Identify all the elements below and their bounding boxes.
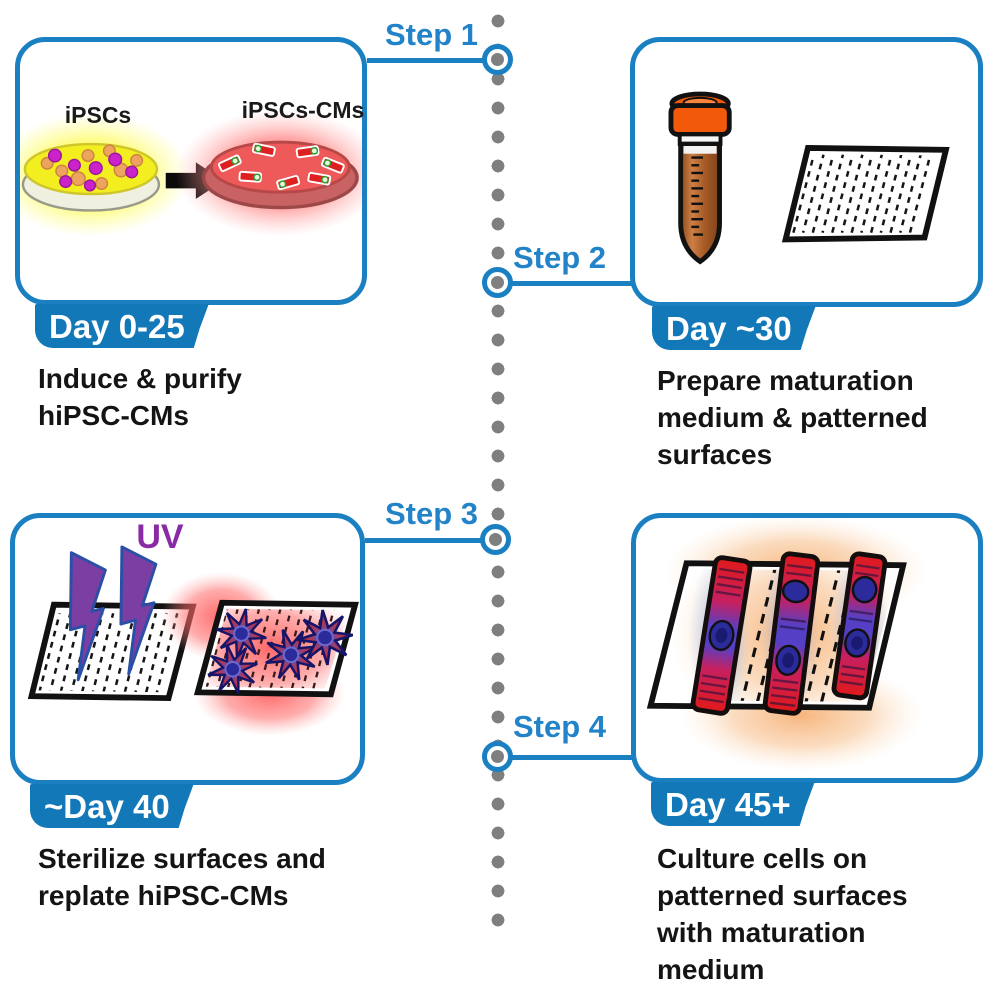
step1-caption: Induce & purify hiPSC-CMs — [38, 363, 242, 431]
cm-dish-label: iPSCs-CMs — [241, 97, 365, 123]
step1-connector — [367, 58, 484, 63]
uv-label: UV — [136, 518, 184, 556]
step2-illustration — [668, 91, 950, 265]
step4-connector — [512, 755, 633, 760]
step4-node-icon — [482, 741, 513, 772]
surface-cells-icon — [160, 571, 359, 736]
step3-connector — [365, 538, 482, 543]
step4-panel — [631, 513, 983, 783]
step4-day-badge: Day 45+ — [651, 782, 815, 826]
step3-day-badge: ~Day 40 — [30, 784, 194, 828]
step2-caption: Prepare maturation medium & patterned su… — [657, 365, 928, 470]
uv-bolts-icon — [68, 545, 158, 682]
step3-panel: UV — [10, 513, 365, 785]
step1-day-badge: Day 0-25 — [35, 304, 209, 348]
patterned-cells-surface-icon — [646, 518, 928, 772]
step3-caption: Sterilize surfaces and replate hiPSC-CMs — [38, 843, 326, 911]
step2-day-badge: Day ~30 — [652, 306, 816, 350]
step2-label: Step 2 — [513, 240, 607, 275]
step1-label: Step 1 — [384, 17, 478, 52]
cm-dish-icon — [175, 109, 362, 237]
patterned-surface-icon — [781, 145, 950, 243]
step1-panel: iPSCs iPSCs-CMs — [15, 37, 367, 305]
step1-node-icon — [482, 44, 513, 75]
step4-label: Step 4 — [513, 709, 607, 744]
ipsc-dish-icon — [20, 113, 190, 237]
step3-node-icon — [480, 524, 511, 555]
step3-label: Step 3 — [384, 496, 478, 531]
step2-node-icon — [482, 267, 513, 298]
tube-icon — [668, 91, 732, 265]
step4-caption: Culture cells on patterned surfaces with… — [657, 843, 908, 985]
step4-illustration — [646, 518, 928, 772]
step2-connector — [512, 281, 632, 286]
timeline-dotted-line — [491, 14, 505, 938]
ipsc-dish-label: iPSCs — [64, 102, 132, 128]
step3-illustration — [27, 545, 359, 736]
step1-illustration — [20, 109, 362, 237]
step2-panel — [630, 37, 983, 307]
